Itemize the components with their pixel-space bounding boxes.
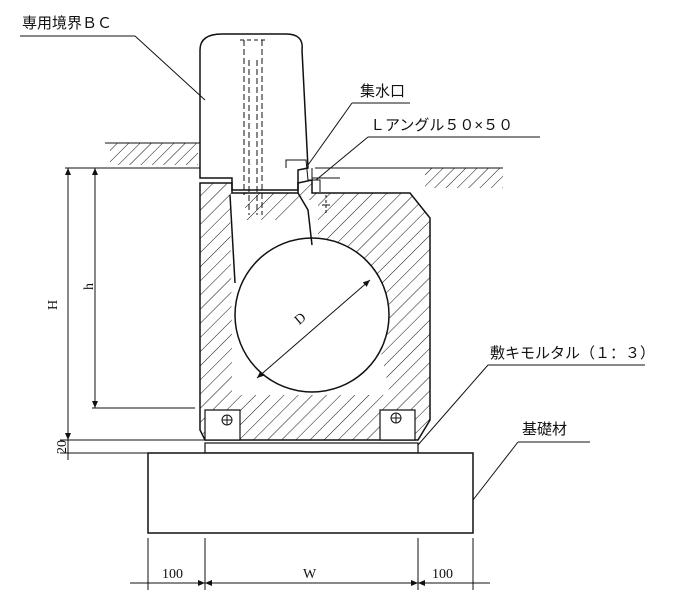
label-foundation: 基礎材 [522, 421, 567, 438]
dim-h: h [82, 283, 97, 290]
dim-W: W [303, 567, 317, 582]
bedding-mortar [204, 442, 419, 454]
diameter-line [256, 279, 371, 379]
dim-20: 20 [55, 440, 70, 454]
ground-right [315, 167, 503, 188]
dim-h-group: h [82, 168, 195, 409]
dim-100-right: 100 [432, 567, 453, 582]
label-boundary-group: 専用境界ＢＣ [20, 14, 206, 101]
drainage-body [199, 179, 431, 441]
dim-bottom-group: 100 W 100 [130, 538, 490, 590]
dim-100-left: 100 [162, 567, 183, 582]
boundary-curb [199, 33, 309, 191]
label-base-group: 基礎材 [472, 421, 590, 501]
label-angle-steel: Ｌアングル５０×５０ [370, 117, 513, 134]
dim-H: H [46, 300, 61, 310]
pipe-circle [234, 237, 390, 393]
label-angle-group: Ｌアングル５０×５０ [315, 117, 540, 181]
label-bedding-mortar: 敷キモルタル（１：３） [490, 344, 655, 362]
label-inlet-group: 集水口 [307, 83, 410, 166]
label-boundary-bc: 専用境界ＢＣ [22, 14, 112, 32]
label-water-inlet: 集水口 [360, 83, 405, 100]
ground-left [105, 142, 200, 165]
dim-H-group: H 20 [46, 167, 205, 460]
anchor-bolt-hole [240, 39, 266, 215]
label-mortar-group: 敷キモルタル（１：３） [417, 344, 655, 446]
foundation-base [147, 452, 474, 534]
water-inlet-notch [285, 159, 321, 192]
